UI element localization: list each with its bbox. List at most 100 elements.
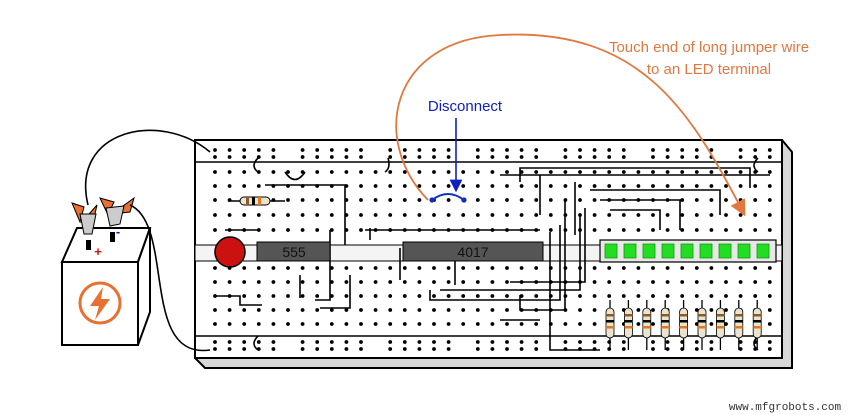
breadboard-hole (490, 213, 495, 217)
breadboard-hole (680, 184, 685, 188)
breadboard-hole (446, 155, 451, 159)
breadboard-hole (621, 340, 626, 344)
breadboard-hole (738, 347, 743, 351)
breadboard-hole (344, 170, 349, 174)
breadboard-hole (578, 184, 582, 188)
breadboard-hole (256, 213, 261, 217)
breadboard-hole (490, 155, 495, 159)
breadboard-hole (767, 198, 772, 202)
breadboard-hole (621, 184, 626, 188)
led-bar-segment (718, 243, 732, 259)
breadboard-hole (315, 266, 320, 270)
breadboard-hole (534, 170, 539, 174)
breadboard-hole (636, 322, 641, 326)
breadboard-hole (242, 148, 247, 152)
breadboard-hole (329, 155, 334, 159)
breadboard-hole (665, 228, 670, 232)
breadboard-hole (621, 148, 626, 152)
array-resistor (716, 300, 725, 350)
breadboard-hole (767, 266, 772, 270)
battery-plus-label: + (94, 244, 102, 259)
breadboard-hole (694, 148, 699, 152)
breadboard-hole (519, 198, 524, 202)
breadboard-hole (286, 198, 290, 202)
breadboard-hole (300, 228, 305, 232)
breadboard-hole (446, 340, 451, 344)
array-resistor (605, 300, 615, 350)
breadboard-hole (505, 340, 509, 344)
breadboard-hole (402, 184, 407, 188)
breadboard-hole (651, 184, 655, 188)
breadboard-hole (665, 155, 670, 159)
breadboard-hole (534, 148, 539, 152)
breadboard-hole (402, 198, 407, 202)
chip-555-label: 555 (282, 244, 306, 260)
breadboard-hole (651, 148, 655, 152)
breadboard-hole (286, 280, 290, 284)
breadboard-hole (578, 170, 582, 174)
breadboard-hole (753, 184, 758, 188)
breadboard-hole (592, 228, 597, 232)
breadboard-hole (636, 184, 641, 188)
breadboard-hole (592, 148, 597, 152)
breadboard-hole (694, 347, 699, 351)
breadboard-hole (636, 228, 641, 232)
breadboard-hole (563, 170, 568, 174)
breadboard-hole (490, 340, 495, 344)
breadboard-hole (329, 266, 334, 270)
breadboard-hole (213, 184, 217, 188)
breadboard-hole (213, 280, 217, 284)
breadboard-hole (767, 155, 772, 159)
breadboard-hole (300, 155, 305, 159)
breadboard-hole (417, 340, 422, 344)
breadboard-hole (592, 155, 597, 159)
breadboard-hole (388, 294, 393, 298)
breadboard-hole (694, 266, 699, 270)
breadboard-hole (446, 308, 451, 312)
breadboard-hole (271, 155, 276, 159)
breadboard-hole (359, 170, 363, 174)
breadboard-hole (665, 294, 670, 298)
breadboard-hole (256, 184, 261, 188)
breadboard-hole (490, 170, 495, 174)
breadboard-hole (300, 148, 305, 152)
breadboard-hole (534, 213, 539, 217)
breadboard-hole (724, 266, 728, 270)
breadboard-hole (213, 170, 217, 174)
breadboard-hole (651, 340, 655, 344)
breadboard-hole (621, 228, 626, 232)
breadboard-hole (534, 184, 539, 188)
breadboard-hole (534, 294, 539, 298)
breadboard-hole (665, 347, 670, 351)
breadboard-hole (432, 184, 436, 188)
breadboard-hole (373, 308, 378, 312)
breadboard-hole (694, 340, 699, 344)
breadboard-hole (271, 294, 276, 298)
breadboard-hole (534, 198, 539, 202)
breadboard-hole (388, 266, 393, 270)
breadboard-hole (694, 155, 699, 159)
breadboard-hole (680, 213, 685, 217)
breadboard-hole (227, 170, 232, 174)
breadboard-hole (548, 213, 553, 217)
breadboard-hole (402, 340, 407, 344)
breadboard-hole (738, 228, 743, 232)
breadboard-hole (402, 294, 407, 298)
breadboard-hole (505, 170, 509, 174)
breadboard-hole (709, 340, 714, 344)
breadboard-hole (475, 294, 480, 298)
breadboard-hole (592, 266, 597, 270)
breadboard-hole (607, 280, 612, 284)
breadboard-hole (505, 184, 509, 188)
breadboard-hole (621, 213, 626, 217)
resistor-array (605, 300, 762, 350)
breadboard-hole (271, 148, 276, 152)
breadboard-hole (578, 198, 582, 202)
breadboard-hole (680, 148, 685, 152)
breadboard-hole (548, 198, 553, 202)
breadboard-hole (402, 347, 407, 351)
breadboard-hole (680, 170, 685, 174)
chip-4017-label: 4017 (457, 244, 488, 260)
breadboard-hole (475, 184, 480, 188)
